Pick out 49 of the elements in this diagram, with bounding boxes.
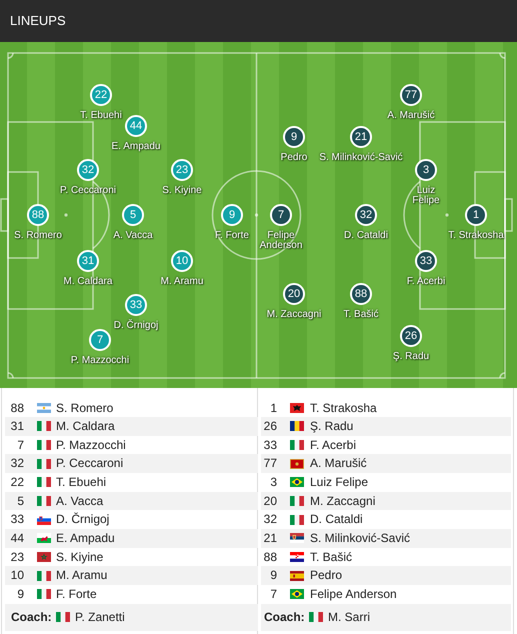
section-title: LINEUPS [10, 13, 66, 29]
player-name: T. Bašić [310, 548, 352, 566]
shirt-number: 9 [16, 586, 24, 603]
player-name: T. Strakosha [310, 400, 377, 416]
player-name: D. Cataldi [310, 511, 363, 528]
shirt-number: 20 [262, 492, 277, 510]
coach-label: Coach: [264, 608, 305, 626]
shirt-number: 44 [10, 530, 24, 548]
shirt-number: 33 [10, 511, 24, 528]
player-name: M. Zaccagni [310, 492, 376, 510]
shirt-number: 88 [262, 548, 277, 566]
shirt-number: 1 [269, 400, 277, 416]
player-name: A. Vacca [56, 492, 104, 510]
player-name: M. Caldara [56, 418, 115, 436]
shirt-number: 7 [16, 436, 24, 454]
shirt-number: 88 [10, 400, 24, 416]
player-name: P. Mazzocchi [56, 436, 126, 454]
shirt-number: 77 [262, 455, 277, 472]
player-name: Luiz Felipe [310, 474, 368, 492]
player-name: D. Črnigoj [56, 511, 110, 528]
player-name: S. Kiyine [56, 548, 104, 566]
player-name: Ş. Radu [310, 418, 354, 436]
player-name: Pedro [310, 567, 342, 584]
shirt-number: 26 [262, 418, 277, 436]
player-name: E. Ampadu [56, 530, 115, 548]
shirt-number: 5 [16, 492, 24, 510]
player-name: F. Forte [56, 586, 97, 603]
player-name: A. Marušić [310, 455, 367, 472]
coach-name: M. Sarri [328, 608, 370, 626]
player-name: P. Ceccaroni [56, 455, 124, 472]
shirt-number: 9 [269, 567, 277, 584]
shirt-number: 22 [10, 474, 24, 492]
player-name: S. Romero [56, 400, 114, 416]
player-name: T. Ebuehi [56, 474, 106, 492]
shirt-number: 31 [10, 418, 24, 436]
player-name: M. Aramu [56, 567, 108, 584]
player-name: Felipe Anderson [310, 586, 397, 603]
coach-label: Coach: [11, 608, 52, 626]
shirt-number: 32 [10, 455, 24, 472]
coach-name: P. Zanetti [75, 608, 125, 626]
shirt-number: 33 [262, 436, 277, 454]
player-name: F. Acerbi [310, 436, 356, 454]
shirt-number: 7 [269, 586, 277, 603]
shirt-number: 10 [10, 567, 24, 584]
shirt-number: 32 [262, 511, 277, 528]
player-name: S. Milinković-Savić [310, 530, 410, 548]
shirt-number: 23 [10, 548, 24, 566]
shirt-number: 3 [269, 474, 277, 492]
shirt-number: 21 [262, 530, 277, 548]
